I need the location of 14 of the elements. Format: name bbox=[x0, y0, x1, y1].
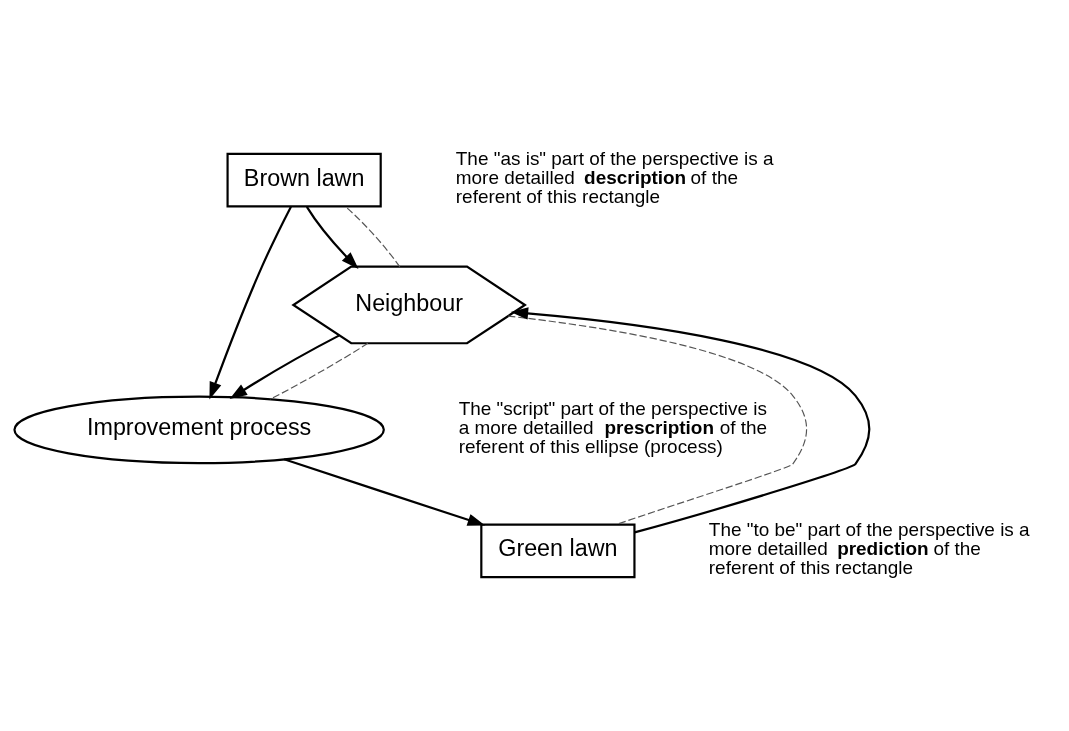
node-ellipse: Improvement process bbox=[13, 395, 385, 465]
connector bbox=[345, 206, 401, 268]
arrow bbox=[229, 334, 340, 400]
label: The "script" part of the perspective is a more detailled prescription of the referent of this ellipse (process) bbox=[458, 398, 768, 458]
arrow bbox=[209, 206, 292, 400]
arrow bbox=[305, 206, 359, 270]
connector bbox=[269, 342, 369, 400]
node-box: Green lawn bbox=[480, 523, 636, 579]
arrow bbox=[510, 307, 871, 534]
label: The "as is" part of the perspective is a more detailled description of the referent of this rectangle bbox=[455, 148, 774, 208]
label: The "to be" part of the perspective is a more detailled prediction of the referent of this rectangle bbox=[708, 519, 1030, 579]
node-box: Brown lawn bbox=[226, 152, 382, 208]
connector bbox=[507, 315, 808, 526]
arrow bbox=[283, 458, 486, 526]
